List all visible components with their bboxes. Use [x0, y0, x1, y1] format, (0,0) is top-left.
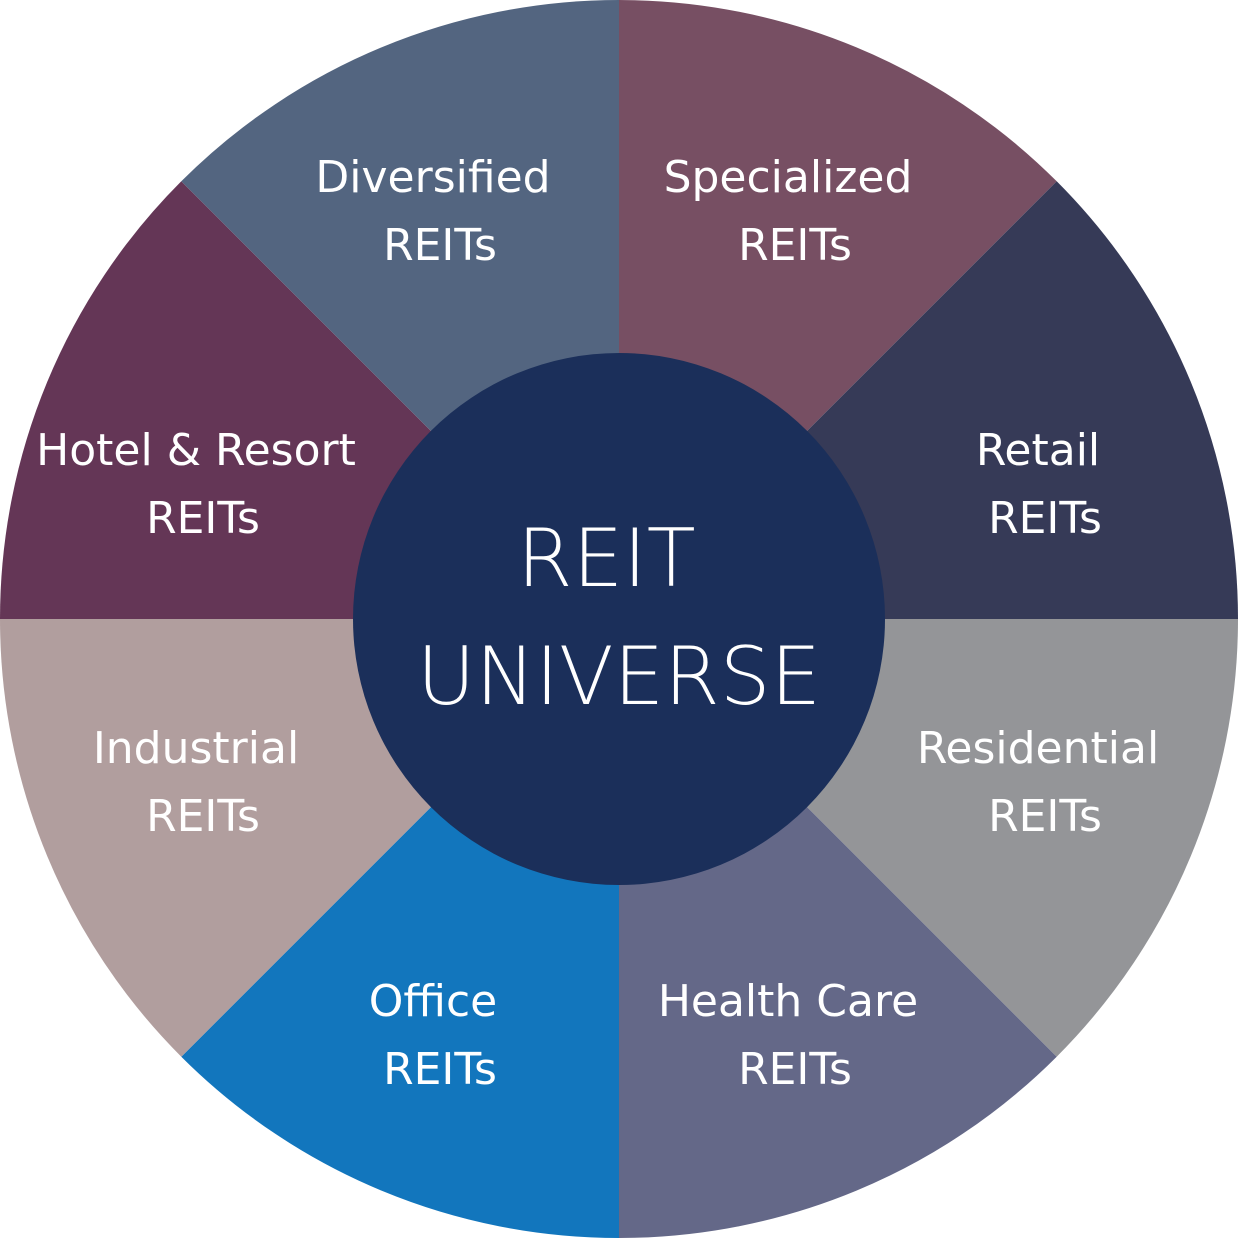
label-residential-line2: REITs	[988, 791, 1102, 842]
label-industrial: Industrial REITs	[93, 723, 313, 842]
center-label-line2: UNIVERSE	[417, 630, 821, 723]
center-label-line1: REIT	[517, 512, 696, 605]
label-office: Office REITs	[369, 976, 511, 1095]
label-specialized-line2: REITs	[738, 220, 852, 271]
label-residential: Residential REITs	[917, 723, 1173, 842]
center-label: REIT UNIVERSE	[417, 512, 821, 723]
label-hotel-resort-line2: REITs	[146, 493, 260, 544]
label-office-line1: Office	[369, 976, 497, 1027]
center-circle	[353, 353, 885, 885]
label-health-care: Health Care REITs	[658, 976, 932, 1095]
label-specialized-line1: Specialized	[664, 152, 913, 203]
label-specialized: Specialized REITs	[664, 152, 927, 271]
label-industrial-line2: REITs	[146, 791, 260, 842]
label-hotel-resort: Hotel & Resort REITs	[36, 425, 370, 544]
label-health-care-line1: Health Care	[658, 976, 918, 1027]
label-diversified-line1: Diversified	[315, 152, 550, 203]
label-residential-line1: Residential	[917, 723, 1159, 774]
label-diversified: Diversified REITs	[315, 152, 564, 271]
label-health-care-line2: REITs	[738, 1044, 852, 1095]
label-office-line2: REITs	[383, 1044, 497, 1095]
label-retail-line1: Retail	[976, 425, 1100, 476]
label-industrial-line1: Industrial	[93, 723, 299, 774]
label-diversified-line2: REITs	[383, 220, 497, 271]
label-retail-line2: REITs	[988, 493, 1102, 544]
label-hotel-resort-line1: Hotel & Resort	[36, 425, 356, 476]
label-retail: Retail REITs	[976, 425, 1114, 544]
